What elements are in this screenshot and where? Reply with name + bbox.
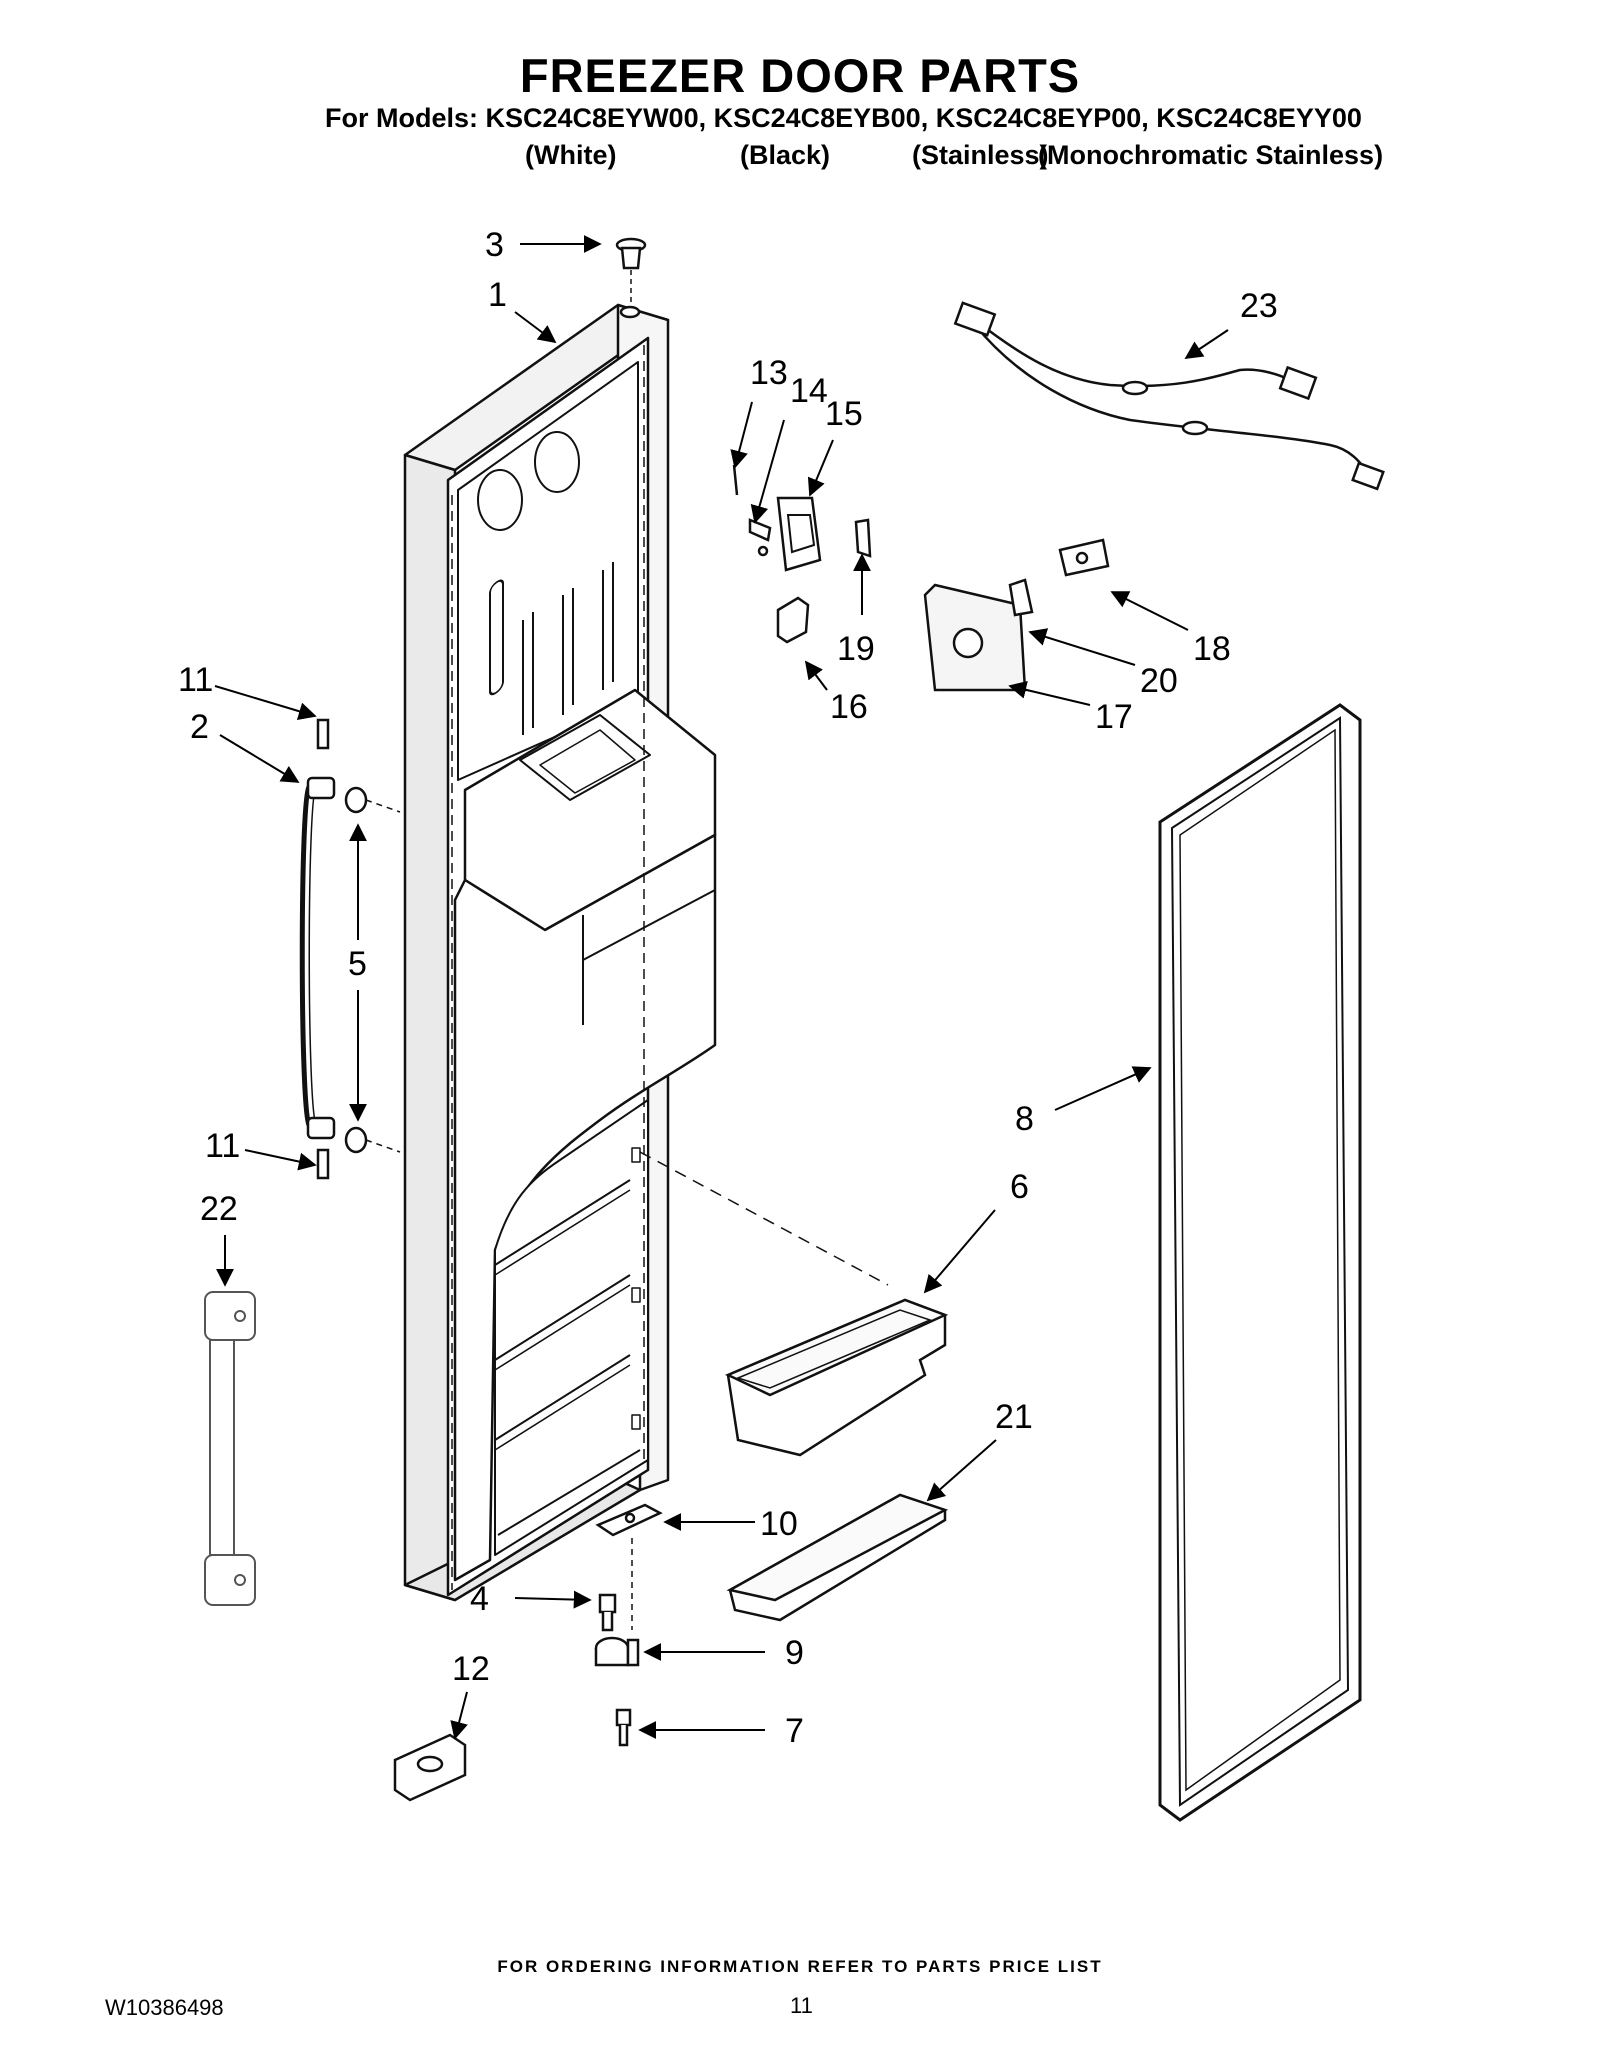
door-bin-drawing xyxy=(724,1298,949,1457)
page-number: 11 xyxy=(790,1993,813,2018)
handle-hardware-drawing xyxy=(299,718,401,1180)
callout-19: 19 xyxy=(837,630,875,668)
callout-9: 9 xyxy=(785,1634,804,1672)
variant-white: (White) xyxy=(525,140,617,170)
callout-22: 22 xyxy=(200,1190,238,1228)
callout-11-upper: 11 xyxy=(178,661,213,699)
callout-21: 21 xyxy=(995,1398,1033,1436)
variant-monochromatic-stainless: (Monochromatic Stainless) xyxy=(1038,140,1384,170)
leader-arrows xyxy=(214,235,1229,1740)
hinge-cover-drawing xyxy=(393,1733,467,1802)
freezer-door-drawing xyxy=(403,303,717,1602)
variant-black: (Black) xyxy=(740,140,831,170)
control-housing-drawing xyxy=(923,538,1110,692)
callout-5: 5 xyxy=(348,945,367,983)
page-title: FREEZER DOOR PARTS xyxy=(519,49,1081,102)
callout-18: 18 xyxy=(1193,630,1231,668)
callout-2: 2 xyxy=(190,708,209,746)
callout-14: 14 xyxy=(790,372,828,410)
bracket-parts-drawing xyxy=(732,464,872,644)
callout-4: 4 xyxy=(470,1580,489,1618)
handle-assembly-drawing xyxy=(204,1291,256,1606)
callout-1: 1 xyxy=(488,276,507,314)
callout-6: 6 xyxy=(1010,1168,1029,1206)
callout-15: 15 xyxy=(825,395,863,433)
hinge-hardware-drawing xyxy=(594,1503,663,1747)
document-number: W10386498 xyxy=(105,1995,224,2020)
callout-3: 3 xyxy=(485,226,504,264)
wire-harness-drawing xyxy=(953,301,1385,491)
door-gasket-drawing xyxy=(1158,703,1362,1822)
callout-7: 7 xyxy=(785,1712,804,1750)
callout-16: 16 xyxy=(830,688,868,726)
callout-23: 23 xyxy=(1240,287,1278,325)
variant-stainless: (Stainless) xyxy=(912,140,1049,170)
callout-17: 17 xyxy=(1095,698,1133,736)
callout-10: 10 xyxy=(760,1505,798,1543)
callout-13: 13 xyxy=(750,354,788,392)
tray-drawing xyxy=(726,1493,949,1622)
callout-8: 8 xyxy=(1015,1100,1034,1138)
plug-drawing xyxy=(615,237,647,305)
ordering-note: FOR ORDERING INFORMATION REFER TO PARTS … xyxy=(497,1957,1103,1976)
callout-11-lower: 11 xyxy=(205,1127,240,1165)
models-line: For Models: KSC24C8EYW00, KSC24C8EYB00, … xyxy=(325,103,1362,133)
bin-mount-line xyxy=(639,1151,889,1286)
callout-20: 20 xyxy=(1140,662,1178,700)
callout-12: 12 xyxy=(452,1650,490,1688)
